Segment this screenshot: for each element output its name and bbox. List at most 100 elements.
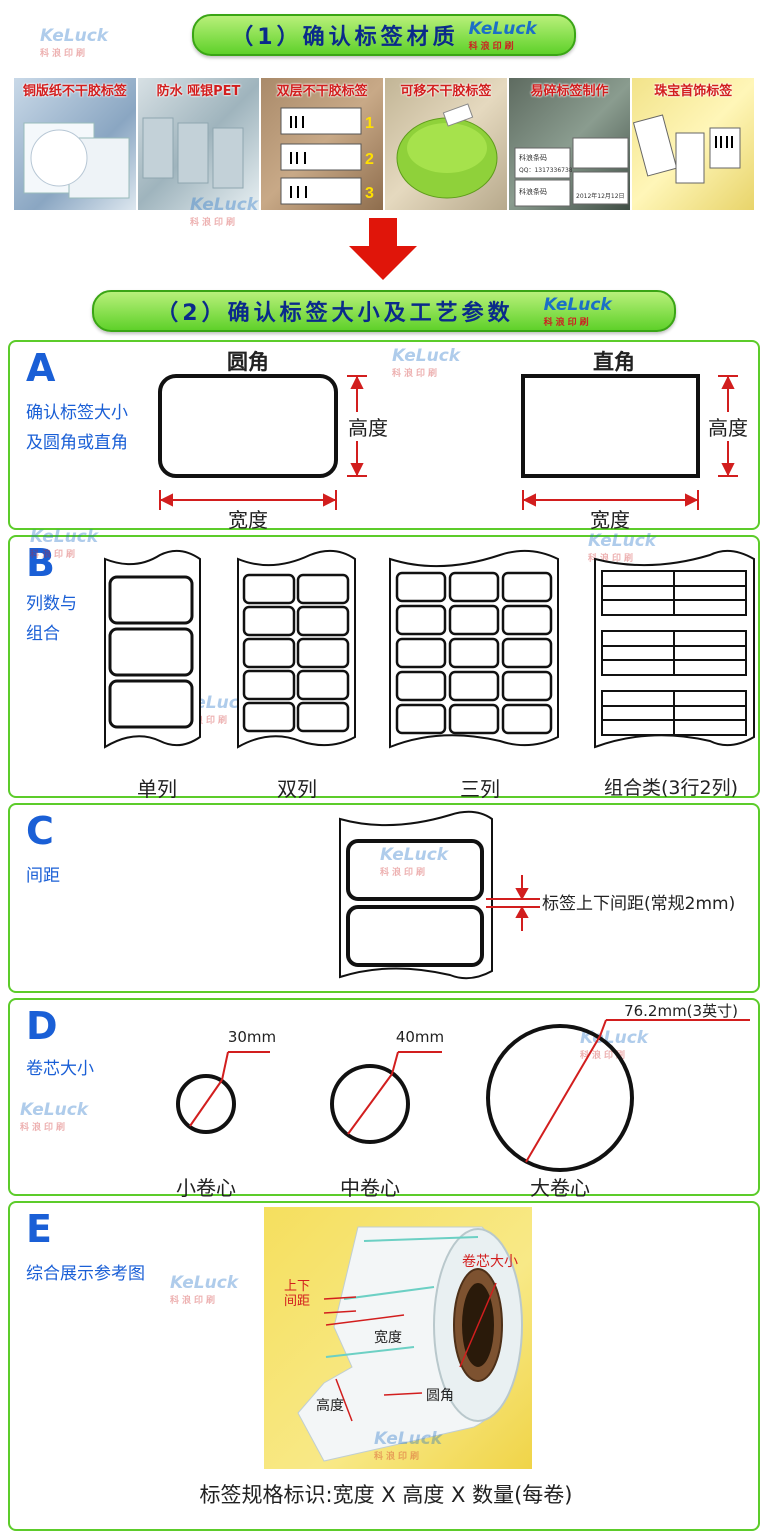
- core-size-diagram: [176, 1019, 750, 1172]
- double-layer-illustration: 1 2 3: [280, 107, 374, 205]
- combo-label: 组合类(3行2列): [603, 777, 738, 799]
- large-core-label: 大卷心: [530, 1176, 590, 1200]
- watermark-sub: 科浪印刷: [580, 1051, 629, 1061]
- watermark-logo: KeLuck 科浪印刷: [190, 195, 258, 228]
- material-photo: 科浪条码 QQ：1317336738 科浪条码 2012年12月12日 易碎标签…: [508, 78, 631, 210]
- header-material: （1）确认标签材质 KeLuck 科浪印刷: [192, 14, 576, 56]
- material-label: 铜版纸不干胶标签: [22, 84, 127, 99]
- material-photo: 可移不干胶标签: [385, 78, 507, 210]
- section-e-letter: E: [26, 1207, 52, 1251]
- layer-number: 1: [365, 115, 374, 132]
- width-label: 宽度: [228, 508, 268, 532]
- fragile-label-brand: 科浪条码: [519, 187, 547, 196]
- double-column-label: 双列: [277, 777, 317, 801]
- section-c-letter: C: [26, 809, 54, 853]
- watermark-logo: KeLuck 科浪印刷: [374, 1429, 442, 1462]
- gap-annotation-top: 上下: [284, 1279, 311, 1294]
- watermark-text: KeLuck: [30, 527, 99, 547]
- watermark-text: KeLuck: [20, 1100, 89, 1120]
- section-e: E 综合展示参考图 KeLuck 科浪印刷 卷芯大小 上下 间距: [8, 1201, 760, 1531]
- width-label: 宽度: [590, 508, 630, 532]
- logo-text: KeLuck: [468, 18, 537, 39]
- section-b: B 列数与 组合 KeLuck 科浪印刷 KeLuck 科浪印刷 KeLuck …: [8, 527, 760, 801]
- height-annotation: 高度: [316, 1398, 344, 1414]
- height-label: 高度: [700, 412, 756, 441]
- logo-sub: 科浪印刷: [543, 317, 592, 328]
- section-c: C 间距 KeLuck 科浪印刷 标签上下间距(常规2mm): [8, 803, 760, 993]
- small-core-label: 小卷心: [176, 1176, 236, 1200]
- material-photo: 铜版纸不干胶标签: [14, 78, 136, 210]
- label-roll-illustration: [297, 1226, 523, 1462]
- triple-column-label: 三列: [460, 777, 500, 801]
- watermark-logo: KeLuck 科浪印刷: [20, 1100, 88, 1133]
- watermark-sub: 科浪印刷: [170, 1296, 219, 1306]
- section-d-letter: D: [26, 1004, 58, 1048]
- watermark-logo: KeLuck 科浪印刷: [588, 531, 656, 564]
- section-a: A 确认标签大小 及圆角或直角 KeLuck 科浪印刷 圆角 直角 高度 高度 …: [8, 340, 760, 532]
- fragile-label-date: 2012年12月12日: [576, 192, 625, 200]
- watermark-logo: KeLuck 科浪印刷: [392, 346, 460, 379]
- mid-core-size: 40mm: [395, 1028, 445, 1046]
- watermark-text: KeLuck: [374, 1429, 443, 1449]
- fragile-label-contact: QQ：1317336738: [519, 167, 573, 174]
- header-material-title: （1）确认标签材质: [231, 25, 459, 50]
- watermark-logo: KeLuck 科浪印刷: [380, 845, 448, 878]
- material-label: 双层不干胶标签: [276, 84, 368, 99]
- watermark-sub: 科浪印刷: [588, 554, 637, 564]
- material-photo: 1 2 3 双层不干胶标签: [261, 78, 384, 210]
- header-size-title: （2）确认标签大小及工艺参数: [156, 301, 514, 326]
- material-photo-strip: 铜版纸不干胶标签 防水 哑银PET 1 2 3 双层不干胶标签: [14, 78, 755, 210]
- spec-label: 标签规格标识:宽度 X 高度 X 数量(每卷): [199, 1483, 573, 1507]
- section-b-desc: 列数与 组合: [26, 589, 77, 649]
- logo-sub: 科浪印刷: [468, 41, 517, 52]
- watermark-sub: 科浪印刷: [392, 369, 441, 379]
- spacing-diagram: [339, 810, 540, 980]
- watermark-text: KeLuck: [190, 195, 259, 215]
- column-layout-diagram: [104, 549, 755, 749]
- watermark-text: KeLuck: [392, 346, 461, 366]
- section-a-letter: A: [26, 346, 56, 390]
- watermark-logo: KeLuck 科浪印刷: [170, 1273, 238, 1306]
- single-column-label: 单列: [137, 777, 177, 801]
- gap-label: 标签上下间距(常规2mm): [542, 894, 736, 914]
- core-annotation: 卷芯大小: [462, 1254, 518, 1270]
- section-a-desc: 确认标签大小 及圆角或直角: [26, 398, 128, 458]
- section-c-desc: 间距: [26, 866, 60, 886]
- jewelry-illustration: [633, 114, 741, 184]
- watermark-logo: KeLuck 科浪印刷: [30, 527, 98, 560]
- fragile-illustration: 科浪条码 QQ：1317336738 科浪条码 2012年12月12日: [514, 137, 629, 207]
- layer-number: 3: [365, 185, 374, 202]
- watermark-sub: 科浪印刷: [182, 716, 231, 726]
- keluck-logo: KeLuck 科浪印刷: [544, 295, 612, 328]
- watermark-sub: 科浪印刷: [190, 218, 239, 228]
- size-diagram: [158, 374, 738, 510]
- section-b-letter: B: [26, 541, 55, 585]
- section-a-desc-line2: 及圆角或直角: [26, 433, 128, 453]
- watermark-sub: 科浪印刷: [20, 1123, 69, 1133]
- large-core-size: 76.2mm(3英寸): [624, 1002, 738, 1020]
- section-b-desc-line1: 列数与: [26, 594, 77, 614]
- section-d: D 卷芯大小 KeLuck 科浪印刷 KeLuck 科浪印刷 30mm 40mm…: [8, 998, 760, 1200]
- height-label: 高度: [340, 412, 396, 441]
- watermark-sub: 科浪印刷: [374, 1452, 423, 1462]
- pet-illustration: [142, 117, 244, 189]
- fragile-label-brand: 科浪条码: [519, 153, 547, 162]
- square-corner-label: 直角: [593, 350, 635, 374]
- material-label: 易碎标签制作: [530, 84, 609, 99]
- section-a-desc-line1: 确认标签大小: [26, 403, 128, 423]
- watermark-sub: 科浪印刷: [30, 550, 79, 560]
- gap-annotation: 上下 间距: [284, 1279, 310, 1309]
- watermark-text: KeLuck: [588, 531, 657, 551]
- section-d-desc: 卷芯大小: [26, 1059, 94, 1079]
- reference-photo: 卷芯大小 上下 间距 宽度 高度 圆角 KeLuck 科浪印刷: [264, 1207, 532, 1469]
- watermark-text: KeLuck: [170, 1273, 239, 1293]
- material-label: 防水 哑银PET: [156, 84, 241, 99]
- material-label: 可移不干胶标签: [400, 84, 492, 99]
- watermark-logo: KeLuck 科浪印刷: [40, 26, 108, 59]
- logo-text: KeLuck: [543, 294, 612, 315]
- mid-core-label: 中卷心: [340, 1176, 400, 1200]
- section-b-desc-line2: 组合: [26, 624, 60, 644]
- watermark-sub: 科浪印刷: [40, 49, 89, 59]
- rounded-corner-label: 圆角: [227, 350, 269, 374]
- watermark-text: KeLuck: [380, 845, 449, 865]
